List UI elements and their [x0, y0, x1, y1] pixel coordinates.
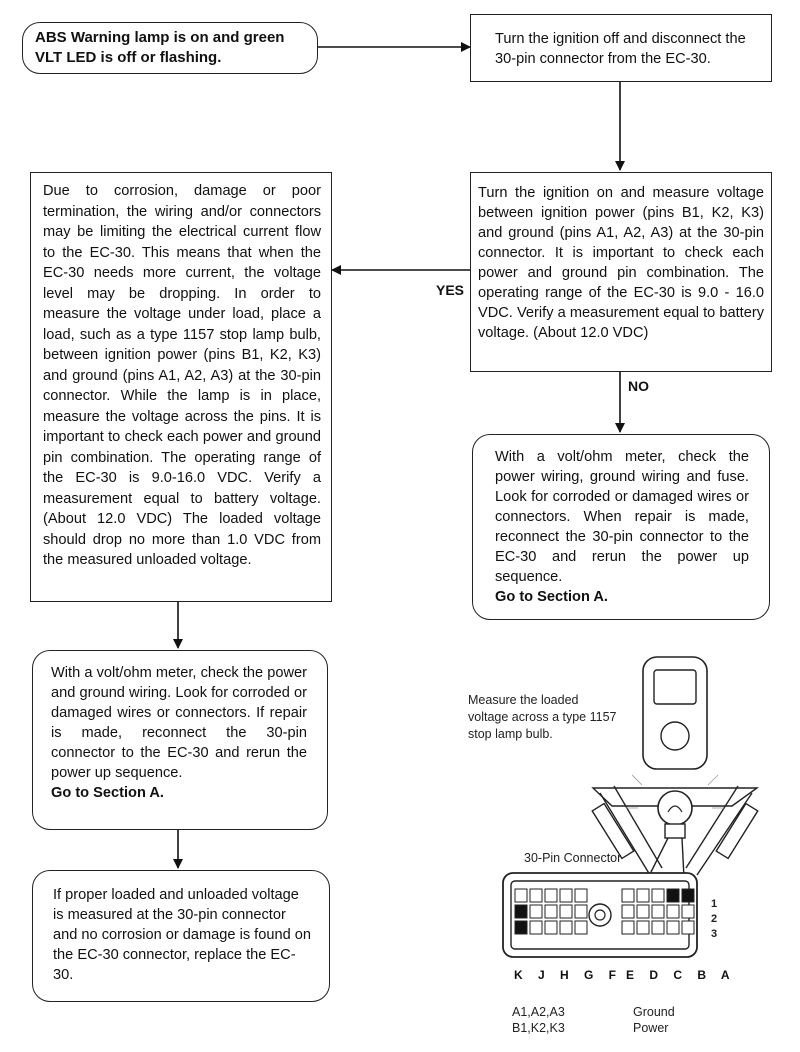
loaded-voltage-step-text: Due to corrosion, damage or poor termina…: [43, 183, 321, 568]
connector-pin: [666, 888, 680, 903]
illustration-caption: Measure the loaded voltage across a type…: [468, 693, 617, 741]
connector-pin: [514, 888, 528, 903]
replace-ec30-box: If proper loaded and unloaded voltage is…: [32, 870, 330, 1002]
connector-pin: [636, 904, 650, 919]
pin-letters-right: E D C B A: [626, 968, 736, 982]
connector-pin: [574, 920, 588, 935]
connector-pin: [651, 920, 665, 935]
connector-pin: [529, 888, 543, 903]
connector-pin: [559, 920, 573, 935]
connector-pin: [651, 904, 665, 919]
goto-section-a-right: Go to Section A.: [495, 589, 608, 605]
goto-section-a-left: Go to Section A.: [51, 785, 164, 801]
disconnect-step-text: Turn the ignition off and disconnect the…: [495, 31, 746, 67]
start-condition-box: ABS Warning lamp is on and green VLT LED…: [22, 22, 318, 74]
legend-power-role: Power: [633, 1021, 669, 1035]
row-number-3: 3: [711, 928, 718, 940]
connector-pin: [681, 904, 695, 919]
connector-title: 30-Pin Connector: [524, 851, 622, 865]
loaded-voltage-step-box: Due to corrosion, damage or poor termina…: [30, 172, 332, 602]
yes-label: YES: [436, 282, 465, 298]
start-condition-text: ABS Warning lamp is on and green VLT LED…: [35, 29, 285, 66]
pin-letters-left: K J H G F: [514, 968, 623, 982]
row-number-1: 1: [711, 898, 718, 910]
connector-pin: [574, 888, 588, 903]
measure-voltage-step-text: Turn the ignition on and measure voltage…: [478, 185, 764, 341]
connector-pin: [681, 920, 695, 935]
measure-voltage-step-box: Turn the ignition on and measure voltage…: [470, 172, 772, 372]
legend-ground-role: Ground: [633, 1005, 675, 1019]
legend-ground-pins: A1,A2,A3: [512, 1005, 565, 1019]
check-wiring-box: With a volt/ohm meter, check the power a…: [32, 650, 328, 830]
connector-pin: [544, 904, 558, 919]
connector-pin: [666, 920, 680, 935]
connector-pin: [666, 904, 680, 919]
no-label: NO: [628, 378, 649, 394]
connector-pin: [529, 920, 543, 935]
legend-power-pins: B1,K2,K3: [512, 1021, 565, 1035]
row-number-2: 2: [711, 913, 718, 925]
connector-pin: [529, 904, 543, 919]
connector-pin: [514, 920, 528, 935]
check-wiring-no-branch-box: With a volt/ohm meter, check the power w…: [472, 434, 770, 620]
connector-pin: [621, 888, 635, 903]
check-wiring-no-branch-text: With a volt/ohm meter, check the power w…: [495, 449, 749, 585]
disconnect-step-box: Turn the ignition off and disconnect the…: [470, 14, 772, 82]
connector-pin: [544, 888, 558, 903]
connector-30-pin: [502, 872, 698, 958]
replace-ec30-text: If proper loaded and unloaded voltage is…: [53, 887, 311, 983]
connector-pin: [544, 920, 558, 935]
lamp-bulb-illustration: [591, 774, 760, 879]
connector-pin: [559, 904, 573, 919]
connector-pin: [514, 904, 528, 919]
connector-pin: [636, 920, 650, 935]
connector-pin: [574, 904, 588, 919]
check-wiring-text: With a volt/ohm meter, check the power a…: [51, 665, 307, 781]
connector-pin: [636, 888, 650, 903]
meter-illustration: [642, 656, 708, 770]
connector-pin: [681, 888, 695, 903]
connector-pin: [621, 920, 635, 935]
connector-pin: [621, 904, 635, 919]
connector-pin: [559, 888, 573, 903]
connector-pin: [651, 888, 665, 903]
